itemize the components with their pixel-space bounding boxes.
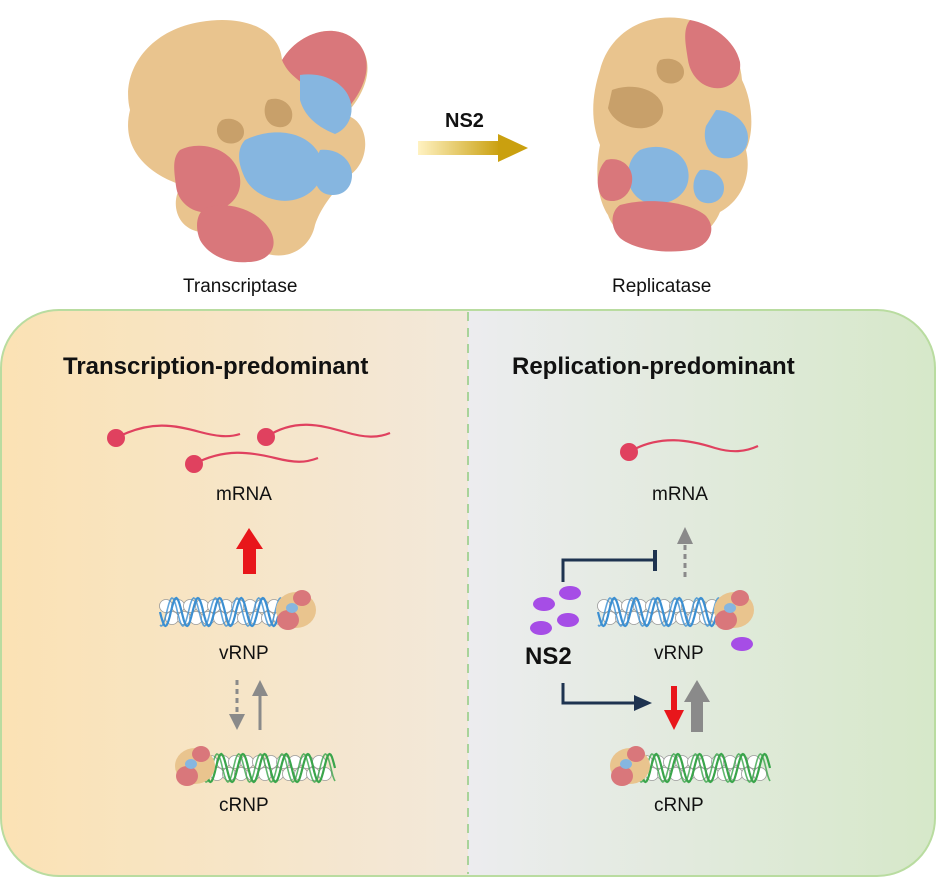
mrna-cap	[185, 455, 203, 473]
left-mrna-group	[107, 423, 391, 473]
comparison-panel	[0, 309, 936, 877]
right-mrna-group	[620, 439, 759, 461]
ns2-bound-protein	[731, 637, 753, 651]
mrna-cap	[620, 443, 638, 461]
right-vrnp-label: vRNP	[654, 643, 704, 664]
left-vrnp-crnp-arrows	[229, 680, 268, 730]
right-panel-title: Replication-predominant	[512, 353, 795, 380]
right-crnp-label: cRNP	[654, 795, 704, 816]
replicatase-label: Replicatase	[612, 276, 712, 297]
transcriptase-structure	[128, 19, 368, 263]
right-vrnp-complex	[596, 590, 754, 630]
right-crnp-complex	[610, 746, 772, 786]
left-panel-title: Transcription-predominant	[63, 353, 369, 380]
right-transcription-arrow	[677, 527, 693, 577]
ns2-arrow-label: NS2	[445, 110, 484, 132]
left-transcription-arrow	[236, 528, 263, 574]
ns2-activation-arrow	[561, 683, 652, 711]
ns2-proteins	[530, 586, 581, 635]
right-vrnp-crnp-arrows	[664, 680, 710, 732]
left-crnp-label: cRNP	[219, 795, 269, 816]
mrna-cap	[257, 428, 275, 446]
left-vrnp-label: vRNP	[219, 643, 269, 664]
replicatase-structure	[593, 17, 752, 252]
ns2-inhibition-line	[561, 550, 657, 582]
conversion-arrow	[418, 134, 528, 162]
left-mrna-label: mRNA	[216, 484, 272, 505]
left-vrnp-complex	[158, 590, 316, 630]
mrna-cap	[107, 429, 125, 447]
transcriptase-label: Transcriptase	[183, 276, 298, 297]
ns2-label: NS2	[525, 643, 572, 670]
left-crnp-complex	[175, 746, 337, 786]
right-mrna-label: mRNA	[652, 484, 708, 505]
